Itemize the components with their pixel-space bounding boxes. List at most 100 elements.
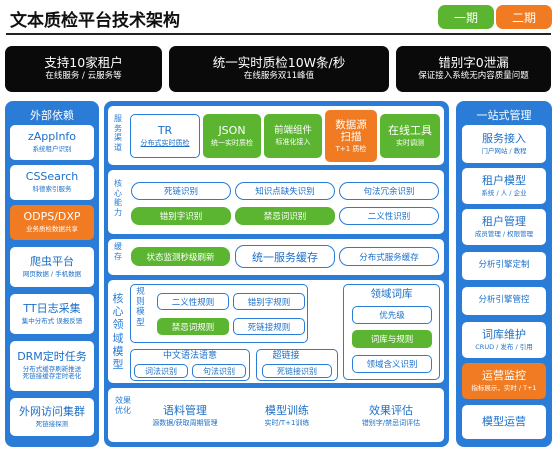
channel-json: JSON 统一实时质检 [203, 114, 261, 158]
channel-sub: 实时调测 [396, 139, 424, 148]
top-card-tenants: 支持10家租户 在线服务 / 云服务等 [5, 46, 162, 92]
mgmt-label: 服务接入 [482, 131, 526, 145]
mgmt-label: 分析引擎管控 [478, 295, 530, 306]
rule-taboo: 禁忌词规则 [157, 318, 229, 335]
top-card-throughput: 统一实时质检10W条/秒 在线服务双11峰值 [169, 46, 389, 92]
service-channel-label: 服务渠道 [114, 114, 122, 152]
optimize-corpus: 语料管理 源数据/获取周期管理 [140, 398, 230, 434]
dep-sub: 系统租户识别 [32, 145, 72, 154]
top-card-sub: 在线服务 / 云服务等 [45, 71, 122, 82]
page-title: 文本质检平台技术架构 [10, 11, 180, 31]
mgmt-label: 租户管理 [482, 214, 526, 228]
dep-drm: DRM定时任务分布式缓存刷新推送 死链接缓存定时老化 [10, 341, 94, 391]
mgmt-label: 模型运营 [482, 414, 526, 428]
mgmt-sub: 系统 / 人 / 企业 [481, 188, 527, 197]
core-model-label: 核心领域模型 [112, 292, 124, 371]
rule-dead-link: 死链接规则 [233, 318, 305, 335]
optimize-item-sub: 源数据/获取周期管理 [152, 419, 218, 428]
cache-label: 缓存 [114, 242, 122, 261]
mgmt-label: 分析引擎定制 [478, 260, 530, 271]
optimize-item-sub: 错别字/禁忌词评估 [361, 419, 421, 428]
channel-label: TR [157, 123, 173, 137]
dep-label: ODPS/DXP [23, 210, 81, 224]
top-card-sub: 在线服务双11峰值 [243, 71, 315, 82]
dep-sub: 分布式缓存刷新推送 死链接缓存定时老化 [22, 364, 82, 381]
mgmt-service-access: 服务接入门户网站 / 教程 [462, 125, 546, 163]
top-card-typo: 错别字0泄漏 保证接入系统无内容质量问题 [396, 46, 551, 92]
channel-datasource-scan: 数据源 扫描 T+1 质检 [325, 110, 377, 162]
dep-sub: 业务质检数据共享 [26, 225, 78, 234]
channel-label: 在线工具 [388, 123, 432, 137]
top-card-main: 统一实时质检10W条/秒 [212, 54, 346, 70]
channel-label: 前端组件 [273, 124, 312, 136]
mgmt-label: 词库维护 [482, 327, 526, 341]
lexicon-priority: 优先级 [352, 306, 432, 324]
title-divider [6, 33, 551, 35]
semantic-syntax: 句法识别 [192, 364, 246, 378]
ability-ambiguity: 二义性识别 [339, 207, 439, 225]
channel-online-tool: 在线工具 实时调测 [380, 114, 440, 158]
mgmt-sub: CRUD / 发布 / 引用 [475, 342, 533, 351]
hyperlink-dead-link: 死链接识别 [262, 364, 332, 378]
mgmt-sub: 指标展示，实时 / T+1 [471, 383, 537, 392]
optimize-item-label: 语料管理 [163, 403, 207, 417]
dep-label: zAppInfo [27, 130, 77, 144]
channel-label: JSON [218, 123, 246, 137]
dep-label: 爬虫平台 [30, 254, 74, 268]
mgmt-engine-custom: 分析引擎定制 [462, 252, 546, 280]
ability-dead-link: 死链识别 [131, 182, 231, 200]
cache-distributed: 分布式服务缓存 [339, 247, 439, 266]
dep-label: DRM定时任务 [17, 350, 87, 364]
dep-sub: 网页数据 / 手机数据 [22, 269, 82, 278]
hyperlink-title: 超链接 [272, 351, 300, 361]
rule-ambiguity: 二义性规则 [157, 293, 229, 310]
mgmt-tenant-admin: 租户管理成员管理 / 权限管理 [462, 209, 546, 245]
mgmt-tenant-model: 租户模型系统 / 人 / 企业 [462, 168, 546, 204]
one-stop-heading: 一站式管理 [476, 109, 532, 122]
dep-label: CSSearch [25, 170, 79, 184]
channel-sub: 统一实时质检 [211, 139, 253, 148]
top-card-main: 支持10家租户 [44, 54, 123, 70]
mgmt-engine-control: 分析引擎管控 [462, 287, 546, 315]
mgmt-ops-monitor: 运营监控指标展示，实时 / T+1 [462, 363, 546, 399]
dep-sub: 死链接探测 [35, 419, 69, 428]
semantic-title: 中文语法语意 [162, 351, 217, 361]
optimize-band [108, 388, 444, 442]
ability-typo: 错别字识别 [131, 207, 231, 225]
mgmt-sub: 门户网站 / 教程 [481, 146, 527, 155]
optimize-label: 效果优化 [115, 396, 131, 415]
optimize-evaluation: 效果评估 错别字/禁忌词评估 [346, 398, 436, 434]
top-card-main: 错别字0泄漏 [438, 54, 509, 70]
channel-label: 数据源 扫描 [335, 118, 367, 143]
top-card-sub: 保证接入系统无内容质量问题 [418, 71, 529, 82]
optimize-item-label: 模型训练 [265, 403, 309, 417]
dep-crawler: 爬虫平台网页数据 / 手机数据 [10, 247, 94, 287]
dep-tt-log: TT日志采集集中分布式 误报反馈 [10, 294, 94, 334]
dep-sub: 集中分布式 误报反馈 [21, 316, 83, 325]
dep-sub: 科德索引服务 [32, 185, 72, 194]
channel-tr: TR 分布式实时质检 [130, 114, 200, 158]
one-stop-panel: 一站式管理 服务接入门户网站 / 教程 租户模型系统 / 人 / 企业 租户管理… [456, 101, 552, 447]
rule-model-label: 规则模型 [136, 287, 145, 328]
optimize-training: 模型训练 实时/T+1训练 [242, 398, 332, 434]
lexicon-library-rules: 词库与规则 [352, 330, 432, 348]
phase-2-badge: 二期 [496, 5, 552, 29]
optimize-item-label: 效果评估 [369, 403, 413, 417]
ability-syntax-redundancy: 句法冗余识别 [339, 182, 439, 200]
channel-sub: 分布式实时质检 [140, 139, 190, 148]
dep-label: TT日志采集 [23, 301, 81, 315]
core-ability-label: 核心能力 [114, 179, 122, 217]
phase-1-badge: 一期 [438, 5, 494, 29]
dep-label: 外网访问集群 [19, 404, 85, 418]
ability-knowledge-missing: 知识点缺失识别 [235, 182, 335, 200]
external-deps-heading: 外部依赖 [30, 109, 74, 122]
channel-sub: T+1 质检 [335, 145, 367, 154]
channel-frontend: 前端组件 标准化接入 [264, 114, 322, 158]
cache-status-refresh: 状态监测秒级刷新 [131, 247, 230, 266]
cache-unified: 统一服务缓存 [235, 245, 335, 268]
mgmt-label: 运营监控 [482, 368, 526, 382]
